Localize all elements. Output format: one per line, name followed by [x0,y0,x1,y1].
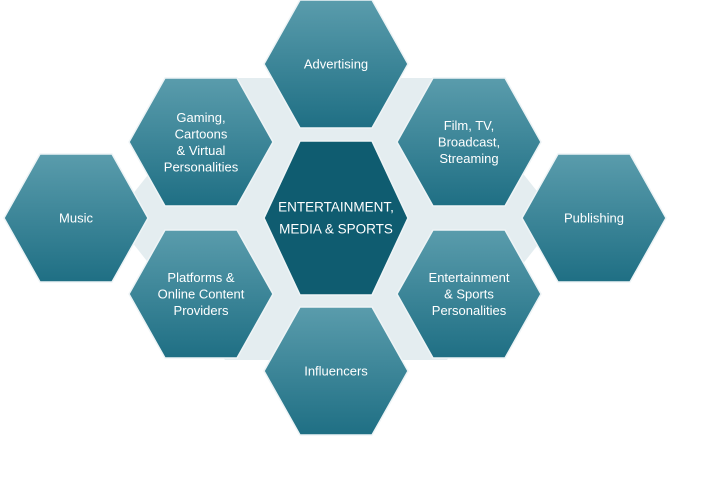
hex-label-line: Cartoons [175,126,228,141]
hex-label-line: Influencers [304,364,368,379]
hexagon-shape [263,0,409,129]
hex-label-line: Film, TV, [444,118,495,133]
hex-label-line: Streaming [439,151,498,166]
hex-node-influencers: Influencers [263,306,409,436]
hexagon-shape [396,229,542,359]
hex-label-line: Entertainment [429,270,510,285]
hex-label-line: Publishing [564,211,624,226]
hexagon-shape [263,306,409,436]
hex-label-line: Broadcast, [438,135,500,150]
hexagon-shape [263,140,409,296]
hex-label-line: Personalities [164,159,239,174]
hex-node-publishing: Publishing [521,153,667,283]
hex-node-film-tv: Film, TV, Broadcast,Streaming [396,77,542,207]
hex-label-line: & Virtual [177,143,226,158]
hex-node-music: Music [3,153,149,283]
hex-label-line: Personalities [432,303,507,318]
hexagon-shape [128,77,274,207]
hex-label-line: Platforms & [167,270,235,285]
hex-label-line: Music [59,211,93,226]
hex-label-line: ENTERTAINMENT, [278,200,394,215]
hexagon-shape [396,77,542,207]
hex-label-line: Gaming, [176,110,225,125]
hex-label-line: MEDIA & SPORTS [279,222,393,237]
hexagon-shape [521,153,667,283]
hex-label-line: Online Content [158,287,245,302]
hex-node-advertising: Advertising [263,0,409,129]
hex-node-center: ENTERTAINMENT, MEDIA & SPORTS [263,140,409,296]
hexagon-shape [128,229,274,359]
hexagon-shape [3,153,149,283]
hex-label-line: & Sports [444,287,494,302]
hex-label-line: Advertising [304,57,368,72]
hex-label-line: Providers [174,303,229,318]
